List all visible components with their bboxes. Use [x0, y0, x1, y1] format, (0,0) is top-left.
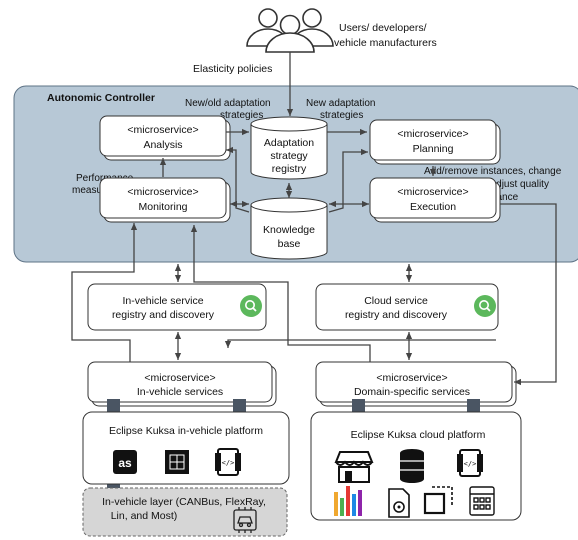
code-window-icon: </>	[215, 448, 241, 476]
cloud-registry-label-1: Cloud service	[364, 295, 428, 307]
knowledge-base-database: Knowledge base	[250, 197, 328, 260]
cloud-registry: Cloud service registry and discovery	[315, 283, 499, 331]
elasticity-label: Elasticity policies	[193, 63, 272, 75]
analysis-name: Analysis	[143, 139, 182, 151]
domain-services-microservice: <microservice> Domain-specific services	[315, 361, 517, 407]
monitoring-microservice: <microservice> Monitoring	[99, 177, 231, 223]
svg-text:</>: </>	[222, 459, 235, 467]
code-window-icon: </>	[457, 449, 483, 477]
knowledge-base-label-1: Knowledge	[263, 224, 315, 236]
lastfm-icon	[113, 450, 137, 474]
cloud-registry-label-2: registry and discovery	[345, 309, 448, 321]
in-vehicle-layer: In-vehicle layer (CANBus, FlexRay, Lin, …	[82, 487, 288, 537]
svg-text:</>: </>	[464, 460, 477, 468]
car-chip-icon	[233, 507, 257, 533]
in-vehicle-layer-label-2: Lin, and Most)	[111, 510, 178, 522]
controller-arrows	[159, 128, 437, 213]
monitoring-tag: <microservice>	[127, 186, 198, 198]
strategy-registry-database: Adaptation strategy registry	[250, 116, 328, 180]
monitoring-name: Monitoring	[138, 201, 187, 213]
controller-title: Autonomic Controller	[47, 92, 155, 104]
grid-server-icon	[469, 486, 495, 516]
strategy-registry-label-3: registry	[272, 163, 307, 175]
execution-name: Execution	[410, 201, 456, 213]
document-gear-icon	[388, 488, 410, 518]
strategy-registry-label-2: strategy	[270, 150, 308, 162]
in-vehicle-layer-label-1: In-vehicle layer (CANBus, FlexRay,	[102, 496, 266, 508]
in-vehicle-services-tag: <microservice>	[144, 372, 215, 384]
planning-tag: <microservice>	[397, 128, 468, 140]
new-old-strategies-label: New/old adaptation	[185, 98, 271, 109]
bar-chart-icon	[334, 486, 362, 516]
analysis-microservice: <microservice> Analysis	[99, 115, 231, 161]
planning-microservice: <microservice> Planning	[369, 119, 501, 165]
knowledge-base-label-2: base	[278, 238, 301, 250]
users-icon	[246, 8, 334, 53]
in-vehicle-registry-label-2: registry and discovery	[112, 309, 215, 321]
strategy-registry-label-1: Adaptation	[264, 137, 314, 149]
domain-services-tag: <microservice>	[376, 372, 447, 384]
new-strategies-label-2: strategies	[320, 110, 363, 121]
in-vehicle-services-microservice: <microservice> In-vehicle services	[87, 361, 277, 407]
lastfm-glyph: as	[118, 456, 132, 470]
layer-arrows	[71, 203, 557, 386]
planning-name: Planning	[413, 143, 454, 155]
kuksa-cloud-title: Eclipse Kuksa cloud platform	[351, 429, 486, 441]
search-icon	[474, 295, 496, 317]
scaling-icon	[423, 486, 453, 515]
execution-tag: <microservice>	[397, 186, 468, 198]
new-old-strategies-label-2: strategies	[220, 110, 263, 121]
kuksa-vehicle-title: Eclipse Kuksa in-vehicle platform	[109, 425, 263, 437]
in-vehicle-registry: In-vehicle service registry and discover…	[87, 283, 267, 331]
search-icon	[240, 295, 262, 317]
new-strategies-label: New adaptation	[306, 98, 376, 109]
analysis-tag: <microservice>	[127, 124, 198, 136]
in-vehicle-services-name: In-vehicle services	[137, 386, 223, 398]
kuksa-cloud-platform: Eclipse Kuksa cloud platform </>	[310, 411, 522, 521]
kuksa-in-vehicle-platform: Eclipse Kuksa in-vehicle platform as </>	[82, 411, 290, 485]
users-label-2: vehicle manufacturers	[334, 37, 437, 49]
in-vehicle-registry-label-1: In-vehicle service	[122, 295, 203, 307]
users-label-1: Users/ developers/	[339, 22, 427, 34]
database-icon	[400, 449, 424, 483]
store-icon	[334, 451, 374, 483]
execution-microservice: <microservice> Execution	[369, 177, 501, 223]
add-remove-label: Add/remove instances, change	[424, 166, 562, 177]
domain-services-name: Domain-specific services	[354, 386, 470, 398]
